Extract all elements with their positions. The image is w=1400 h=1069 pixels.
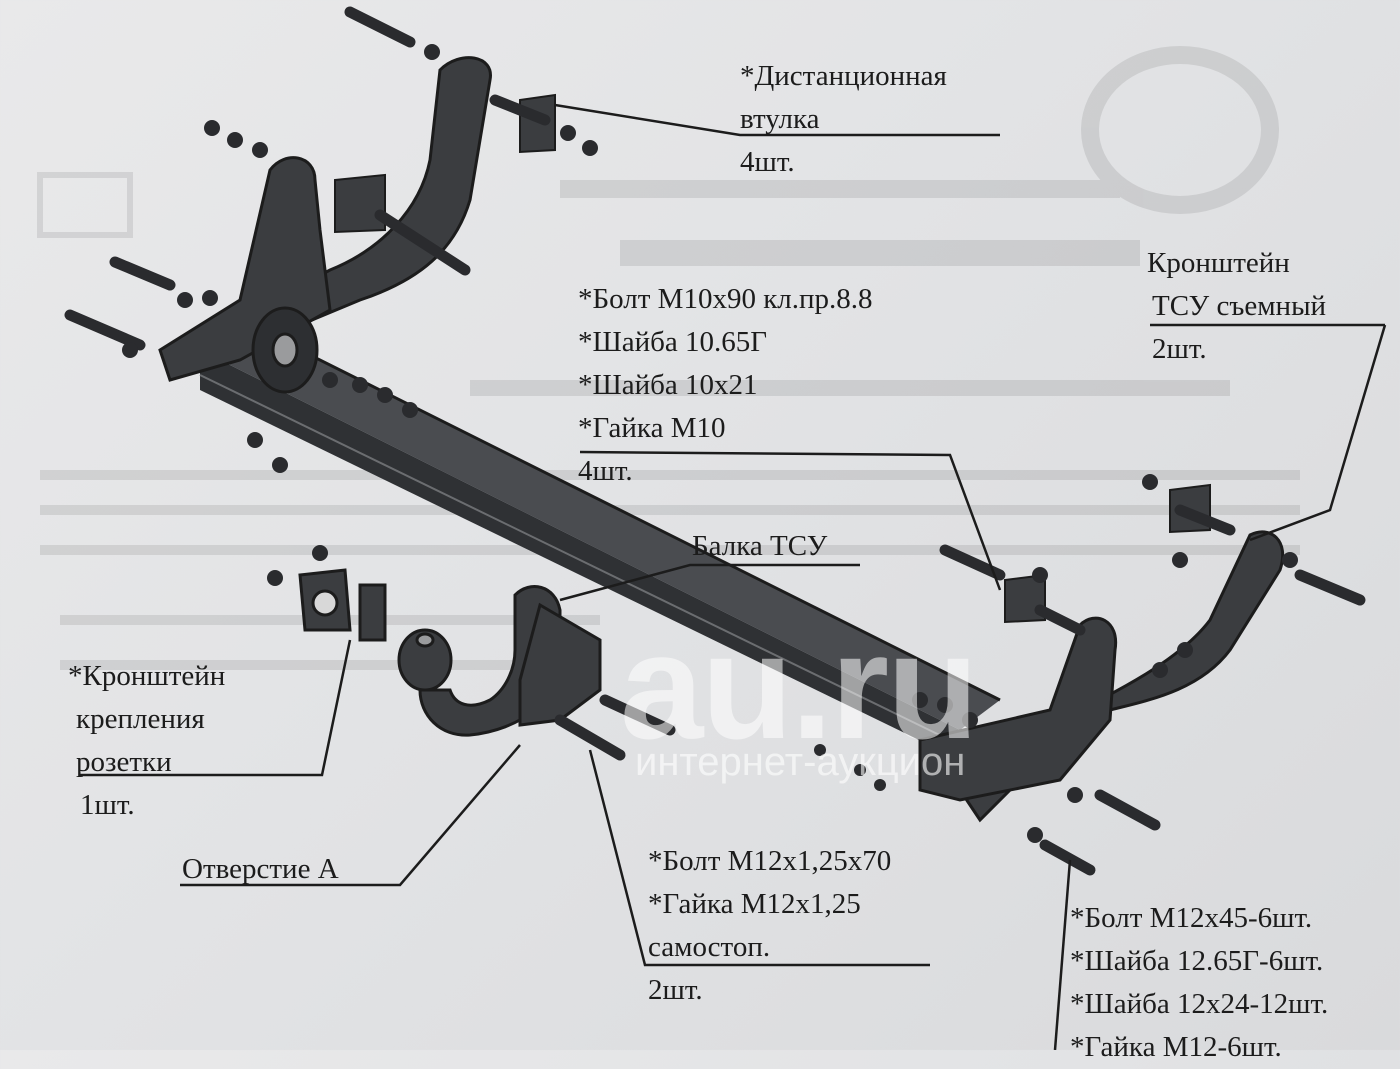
label-line: *Гайка М12х1,25 [648, 888, 861, 920]
label-bolt-m12-45: *Болт М12х45-6шт. *Шайба 12.65Г-6шт. *Ша… [1070, 897, 1328, 1069]
label-bracket-removable: Кронштейн ТСУ съемный 2шт. [1147, 242, 1326, 371]
label-line: 2шт. [1152, 333, 1207, 365]
label-line: *Болт М12х1,25х70 [648, 845, 892, 877]
nuts-washers [122, 44, 1298, 843]
label-line: 4шт. [578, 455, 633, 487]
label-line: *Дистанционная [740, 60, 947, 92]
label-bolt-m12-70: *Болт М12х1,25х70 *Гайка М12х1,25 самост… [648, 840, 891, 1012]
label-line: *Кронштейн [68, 660, 226, 692]
watermark-tagline: интернет-аукцион [635, 740, 966, 784]
label-line: ТСУ съемный [1152, 290, 1327, 322]
label-bolt-m10: *Болт М10х90 кл.пр.8.8 *Шайба 10.65Г *Ша… [578, 278, 873, 493]
left-brackets [158, 56, 492, 394]
socket-bracket-part [298, 568, 387, 642]
watermark-brand: au.ru [620, 602, 979, 770]
leader-lines [80, 103, 1387, 1050]
label-line: 4шт. [740, 146, 795, 178]
label-line: *Шайба 10х21 [578, 369, 758, 401]
label-line: самостоп. [648, 931, 771, 963]
label-beam: Балка ТСУ [692, 530, 828, 562]
label-line: *Болт М12х45-6шт. [1070, 902, 1313, 934]
fasteners [64, 6, 1366, 876]
tow-ball [397, 585, 602, 737]
label-line: крепления [76, 703, 205, 735]
label-line: 2шт. [648, 974, 703, 1006]
label-line: *Шайба 10.65Г [578, 326, 768, 358]
label-line: 1шт. [80, 789, 135, 821]
label-spacer: *Дистанционная втулка 4шт. [740, 55, 947, 184]
label-line: Кронштейн [1147, 247, 1290, 279]
label-line: *Болт М10х90 кл.пр.8.8 [578, 283, 873, 315]
label-line: *Шайба 12.65Г-6шт. [1070, 945, 1324, 977]
label-line: *Гайка М12-6шт. [1070, 1031, 1282, 1063]
label-line: втулка [740, 103, 820, 135]
label-socket-bracket: *Кронштейн крепления розетки 1шт. [68, 655, 225, 827]
label-line: *Шайба 12х24-12шт. [1070, 988, 1329, 1020]
label-hole-a: Отверстие А [182, 853, 339, 885]
label-line: розетки [76, 746, 172, 778]
label-line: *Гайка М10 [578, 412, 726, 444]
